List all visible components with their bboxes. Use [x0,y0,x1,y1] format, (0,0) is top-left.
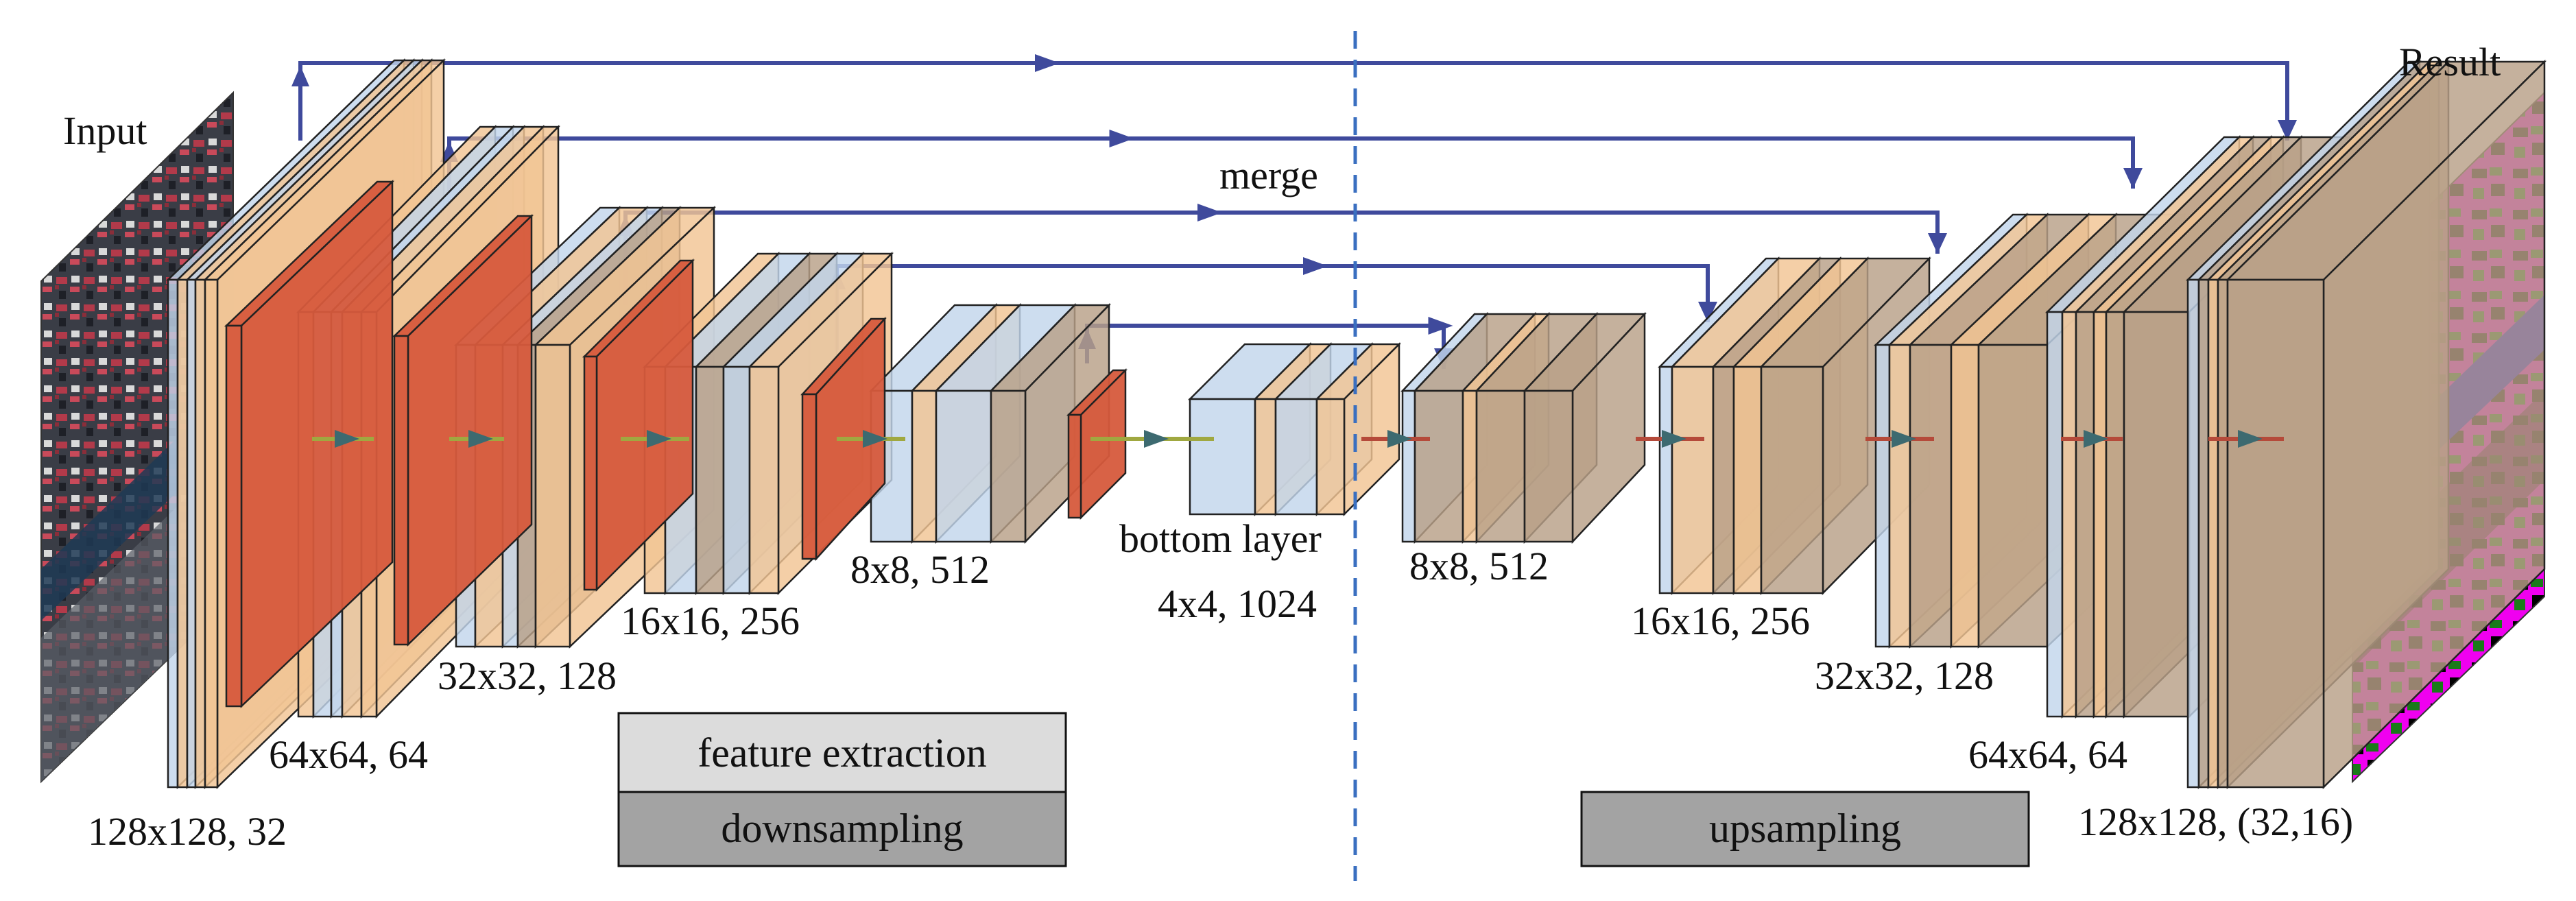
enc-feature-map-1 [224,180,395,708]
dim-label-8x8-512-left: 8x8, 512 [850,547,990,592]
dim-label-64x64-64-right: 64x64, 64 [1968,732,2127,777]
upsampling-text: upsampling [1709,806,1901,851]
merge-label: merge [1219,153,1318,197]
flow-arrows [312,430,2284,448]
feature-extraction-box: feature extraction [617,712,1067,793]
input-label: Input [63,108,147,153]
flow-arrow-1 [312,430,374,448]
result-label: Result [2399,40,2501,84]
flow-arrow-8 [1865,430,1934,448]
dim-label-32x32-128-left: 32x32, 128 [438,653,617,698]
flow-arrow-4 [837,430,905,448]
downsampling-box: downsampling [617,791,1067,867]
dim-label-16x16-256-left: 16x16, 256 [621,599,800,643]
flow-arrow-5 [1090,430,1214,448]
dim-label-4x4-1024: 4x4, 1024 [1158,581,1317,626]
dim-label-16x16-256-right: 16x16, 256 [1631,599,1810,643]
layer-blocks [165,58,2547,789]
dim-label-64x64-64-left: 64x64, 64 [269,732,428,777]
enc-feature-map-5 [1066,368,1128,520]
upsampling-box: upsampling [1580,791,2030,867]
bottom-layer-label: bottom layer [1119,516,1322,561]
downsampling-text: downsampling [721,806,963,851]
dec-block-128-layer-5 [2225,60,2547,789]
flow-arrow-6 [1361,430,1430,448]
dim-label-8x8-512-right: 8x8, 512 [1409,544,1549,588]
enc-feature-map-3 [582,258,695,592]
dim-label-128x128-result: 128x128, (32,16) [2078,800,2353,844]
flow-arrow-10 [2208,430,2284,448]
flow-arrow-2 [449,430,504,448]
dim-label-32x32-128-right: 32x32, 128 [1815,653,1994,698]
dec-block-8-layer-5 [1523,311,1647,544]
dim-label-128x128-32: 128x128, 32 [88,809,287,854]
feature-extraction-text: feature extraction [697,730,986,776]
bottom-block-layer-4 [1314,341,1402,517]
flow-arrow-3 [621,430,689,448]
flow-arrow-9 [2061,430,2123,448]
flow-arrow-7 [1636,430,1704,448]
enc-feature-map-2 [392,214,534,647]
skip-connection-1 [291,54,2297,141]
